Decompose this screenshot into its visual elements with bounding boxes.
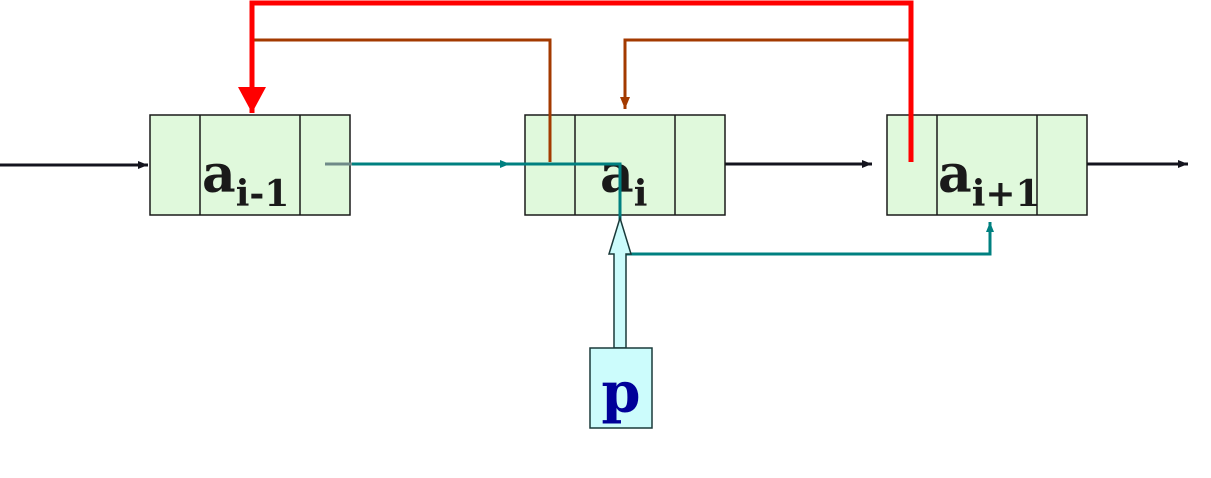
node-a-i: ai (524, 114, 726, 216)
pointer-p: p (589, 215, 653, 429)
pointer-label: p (601, 360, 640, 426)
node-label: ai-1 (202, 144, 289, 215)
link-ai+1-prior-to-ai-1 (238, 0, 914, 162)
link-ai-1-to-ai+1 (620, 222, 994, 256)
node-label: ai+1 (938, 144, 1041, 215)
node-a-i-1: ai-1 (149, 114, 351, 216)
brown-ai+1-prior-link (620, 38, 911, 109)
node-label: ai (600, 144, 647, 215)
pointer-arrow (607, 215, 633, 349)
node-a-i+1: ai+1 (886, 114, 1088, 216)
